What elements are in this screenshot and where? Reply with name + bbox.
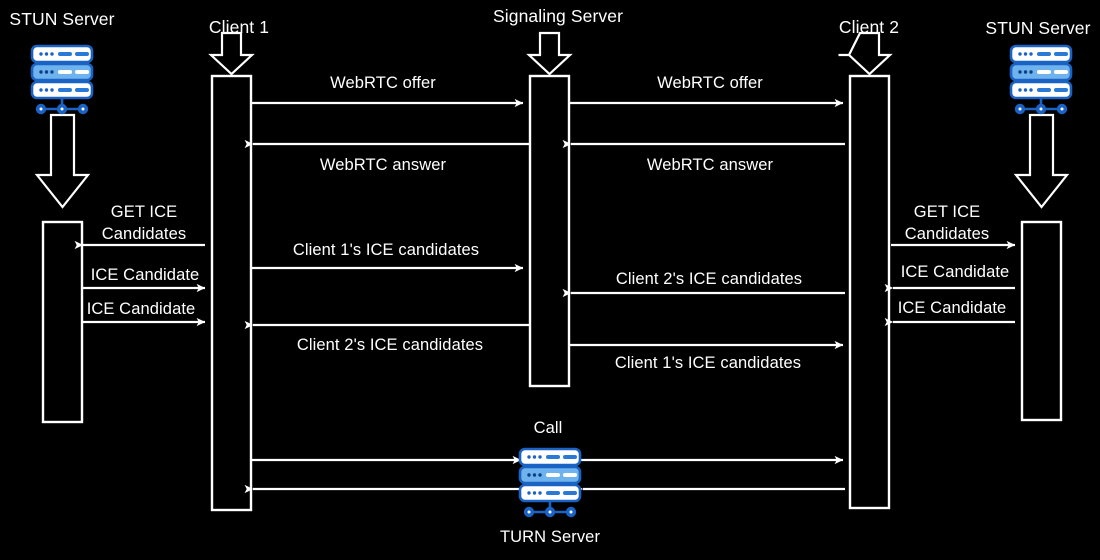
participant-title-client-1: Client 1 bbox=[208, 17, 270, 37]
block-arrow-stun-right-down bbox=[1013, 113, 1070, 209]
message-label-ice-candidate-right-1: ICE Candidate bbox=[900, 263, 1010, 281]
participant-title-stun-right: STUN Server bbox=[985, 18, 1091, 38]
message-label-webrtc-answer-left: WebRTC answer bbox=[319, 156, 447, 174]
message-label-webrtc-answer-right: WebRTC answer bbox=[646, 156, 774, 174]
message-label-ice-candidate-right-2: ICE Candidate bbox=[897, 299, 1007, 317]
lifeline-bar-client-2 bbox=[848, 74, 891, 510]
message-label-get-ice-left-line1: GET ICE bbox=[110, 203, 178, 221]
server-icon-stun-left bbox=[30, 44, 94, 115]
lifeline-bar-signaling bbox=[528, 74, 571, 388]
server-icon-turn bbox=[518, 447, 582, 518]
message-label-get-ice-right-line2: Candidates bbox=[904, 225, 990, 243]
message-label-ice-candidate-left-1: ICE Candidate bbox=[90, 266, 200, 284]
message-label-call: Call bbox=[533, 419, 563, 437]
server-icon-stun-right bbox=[1009, 44, 1073, 115]
lifeline-bar-client-1 bbox=[210, 74, 253, 512]
participant-title-turn: TURN Server bbox=[499, 528, 601, 546]
lifeline-bar-stun-right bbox=[1020, 220, 1063, 422]
message-label-get-ice-left-line2: Candidates bbox=[101, 225, 187, 243]
participant-title-stun-left: STUN Server bbox=[9, 9, 115, 29]
block-arrow-client-2 bbox=[838, 31, 893, 76]
message-label-client2-ice-to-signaling: Client 2's ICE candidates bbox=[615, 270, 803, 288]
participant-title-client-2: Client 2 bbox=[838, 17, 900, 37]
block-arrow-stun-left-down bbox=[34, 113, 91, 209]
block-arrow-signaling bbox=[526, 31, 573, 76]
message-label-webrtc-offer-left: WebRTC offer bbox=[330, 74, 436, 92]
lifeline-bar-stun-left bbox=[41, 220, 84, 424]
message-label-client1-ice-to-signaling: Client 1's ICE candidates bbox=[292, 241, 480, 259]
message-label-client1-ice-to-client2: Client 1's ICE candidates bbox=[614, 354, 802, 372]
block-arrow-client-1 bbox=[208, 31, 255, 76]
message-label-ice-candidate-left-2: ICE Candidate bbox=[86, 300, 196, 318]
message-label-webrtc-offer-right: WebRTC offer bbox=[657, 74, 763, 92]
participant-title-signaling: Signaling Server bbox=[492, 6, 624, 26]
message-label-client2-ice-to-client1: Client 2's ICE candidates bbox=[296, 336, 484, 354]
message-label-get-ice-right-line1: GET ICE bbox=[913, 203, 981, 221]
